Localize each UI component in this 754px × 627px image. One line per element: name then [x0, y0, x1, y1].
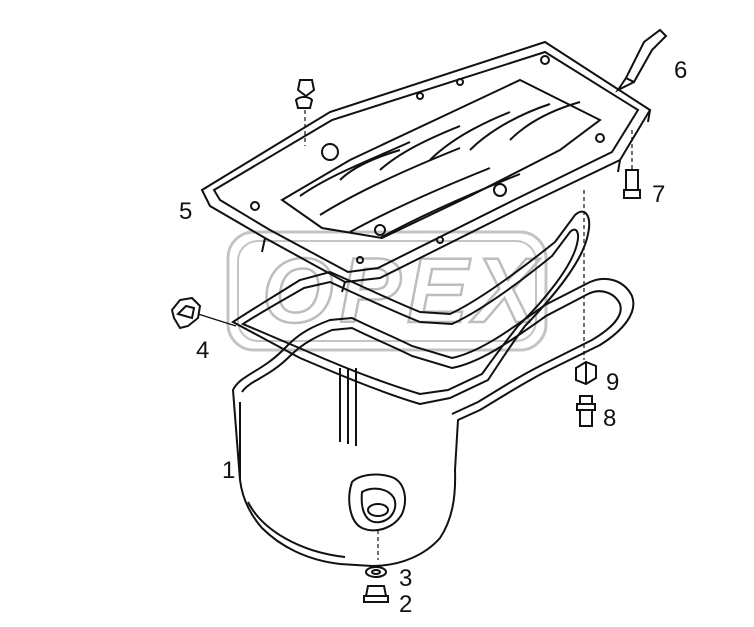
callout-3: 3	[399, 565, 412, 592]
clip	[575, 190, 597, 386]
opex-watermark: OPEX	[226, 230, 548, 352]
callout-5: 5	[179, 198, 192, 225]
callout-2: 2	[399, 591, 412, 618]
callout-6: 6	[674, 57, 687, 84]
pan-bolt	[576, 395, 596, 427]
sealant-tube	[615, 28, 668, 93]
callout-8: 8	[603, 405, 616, 432]
callout-1: 1	[222, 457, 235, 484]
callout-9: 9	[606, 369, 619, 396]
frame-bolt	[623, 130, 641, 199]
callout-7: 7	[652, 181, 665, 208]
drain-washer	[365, 530, 387, 578]
drain-plug	[363, 585, 389, 603]
callout-4: 4	[196, 337, 209, 364]
callout-labels: 1 2 3 4 5 6 7 8 9	[179, 57, 687, 618]
oil-pan	[231, 277, 635, 568]
oil-pan-frame	[200, 40, 652, 293]
